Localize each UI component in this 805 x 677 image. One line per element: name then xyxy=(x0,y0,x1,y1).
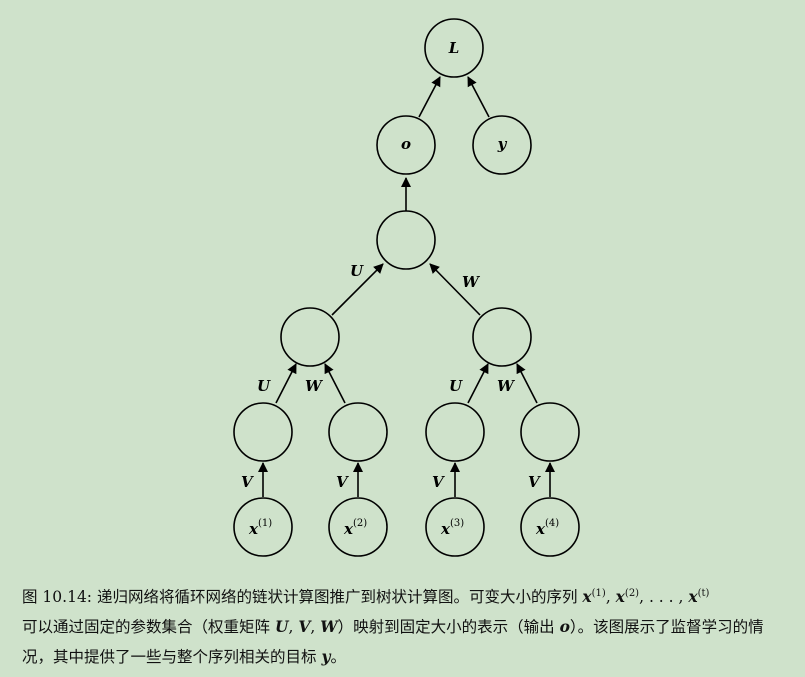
caption-math-y: y xyxy=(321,647,331,666)
caption-text: 图 10.14: 递归网络将循环网络的链状计算图推广到树状计算图。可变大小的序列 xyxy=(22,588,583,606)
edge-label-V-4: V xyxy=(528,473,541,491)
caption-dots: , . . . , xyxy=(639,588,689,606)
node-o xyxy=(376,115,436,175)
node-L xyxy=(424,18,484,78)
node-x4 xyxy=(520,497,580,557)
caption-sep: , xyxy=(605,588,616,606)
label-L: L xyxy=(448,39,460,57)
edge-h1-left-U xyxy=(275,363,297,404)
caption-math-x1: x xyxy=(582,587,592,606)
node-right xyxy=(472,307,532,367)
node-h4 xyxy=(520,402,580,462)
node-x2 xyxy=(328,497,388,557)
label-x2: x(2) xyxy=(343,518,367,538)
caption-math-V: V xyxy=(298,617,311,636)
label-x4: x(4) xyxy=(535,518,559,538)
caption-math-xt: x xyxy=(688,587,698,606)
node-left xyxy=(280,307,340,367)
label-o: o xyxy=(401,135,411,153)
edge-label-W-top: W xyxy=(462,273,481,291)
caption-math-U: U xyxy=(274,617,289,636)
edge-h2-left-W xyxy=(324,363,346,404)
edge-right-root-W xyxy=(429,263,481,316)
node-root xyxy=(376,210,436,270)
recursive-network-diagram: L o y x(1) x(2) x(3) x(4) U W U W U W V … xyxy=(233,18,580,557)
label-x3: x(3) xyxy=(440,518,464,538)
caption-sup: (2) xyxy=(624,587,640,599)
edge-label-V-2: V xyxy=(336,473,349,491)
edge-label-V-3: V xyxy=(432,473,445,491)
caption-math-W: W xyxy=(320,617,338,636)
node-h2 xyxy=(328,402,388,462)
figure-caption: 图 10.14: 递归网络将循环网络的链状计算图推广到树状计算图。可变大小的序列… xyxy=(22,582,792,672)
edge-label-V-1: V xyxy=(241,473,254,491)
caption-sup: (1) xyxy=(591,587,606,599)
edge-h4-right-W xyxy=(516,363,538,404)
edge-label-U-top: U xyxy=(350,262,364,280)
caption-sup: (t) xyxy=(697,587,710,599)
caption-math-o: o xyxy=(559,617,570,636)
edge-label-W-left: W xyxy=(305,377,324,395)
caption-text: ）。该图展示了监督学习的情况，其中提供了一些与整个序列相关的目标 xyxy=(22,618,764,666)
node-h1 xyxy=(233,402,293,462)
label-y: y xyxy=(497,135,508,153)
node-x3 xyxy=(425,497,485,557)
edge-h3-right-U xyxy=(467,363,489,404)
node-y xyxy=(472,115,532,175)
caption-sep: , xyxy=(288,618,299,636)
edge-label-U-right: U xyxy=(449,377,463,395)
label-x1: x(1) xyxy=(248,518,272,538)
node-h3 xyxy=(425,402,485,462)
node-x1 xyxy=(233,497,293,557)
edge-left-root-U xyxy=(331,263,384,316)
caption-text: 可以通过固定的参数集合（权重矩阵 xyxy=(22,618,275,636)
caption-sep: , xyxy=(310,618,321,636)
edge-label-W-right: W xyxy=(497,377,516,395)
caption-math-x2: x xyxy=(615,587,625,606)
edge-label-U-left: U xyxy=(257,377,271,395)
caption-text: ）映射到固定大小的表示（输出 xyxy=(337,618,560,636)
caption-text: 。 xyxy=(330,648,346,666)
edge-y-L xyxy=(467,76,490,118)
edge-o-L xyxy=(418,76,441,118)
